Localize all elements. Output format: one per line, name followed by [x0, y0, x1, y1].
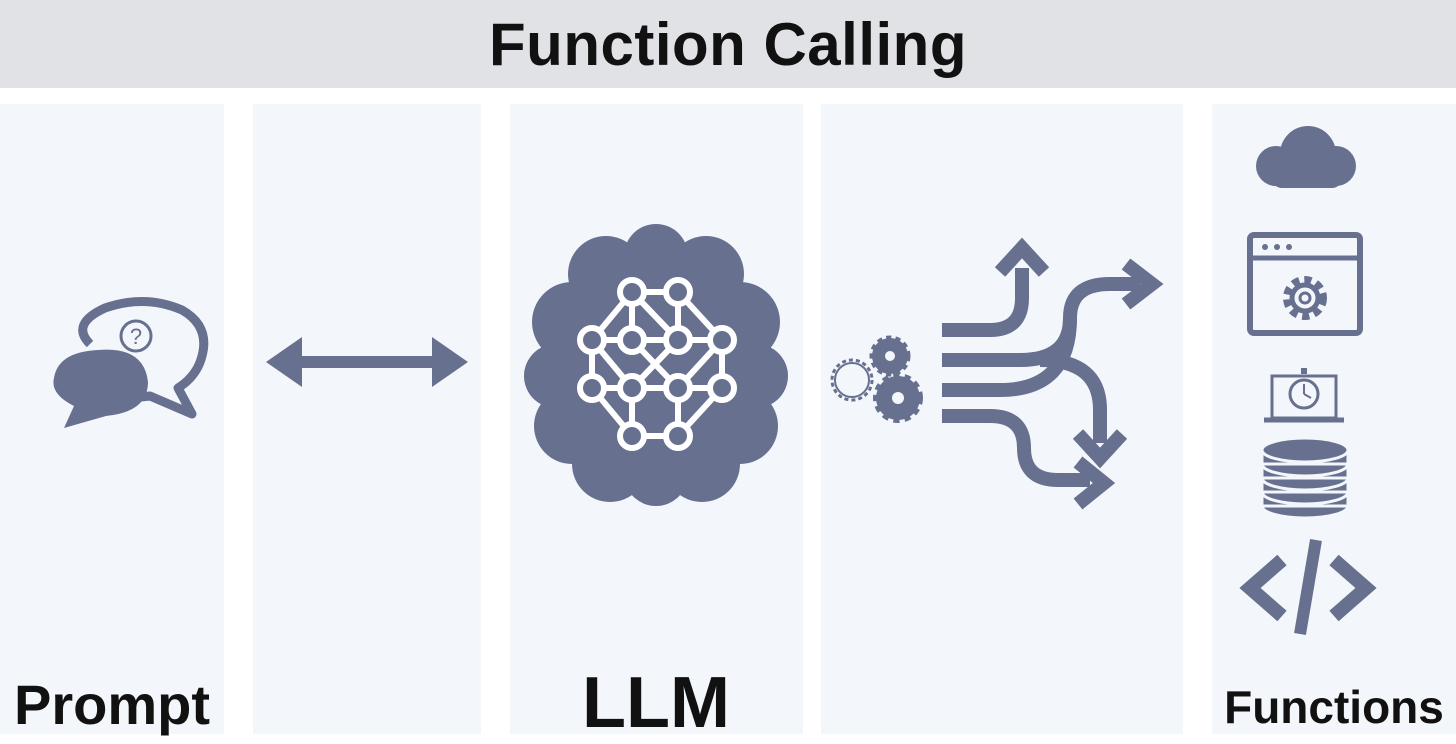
prompt-panel — [0, 104, 224, 734]
database-icon — [1260, 436, 1350, 520]
brain-network-icon — [524, 224, 788, 506]
chat-bubbles-question-icon: ? — [53, 296, 209, 428]
browser-settings-icon — [1247, 232, 1363, 336]
branching-arrows-icon — [942, 237, 1164, 510]
gears-icon — [830, 335, 923, 423]
llm-label: LLM — [582, 663, 730, 743]
title-bar: Function Calling — [0, 0, 1456, 88]
cloud-icon — [1256, 126, 1356, 188]
svg-text:?: ? — [130, 324, 142, 349]
diagram-title: Function Calling — [489, 10, 967, 78]
functions-label: Functions — [1224, 681, 1444, 733]
prompt-label: Prompt — [14, 673, 210, 736]
connector-panel — [253, 104, 481, 734]
code-icon — [1239, 538, 1377, 636]
laptop-timer-icon — [1264, 368, 1344, 423]
double-headed-arrow-icon — [266, 337, 468, 387]
